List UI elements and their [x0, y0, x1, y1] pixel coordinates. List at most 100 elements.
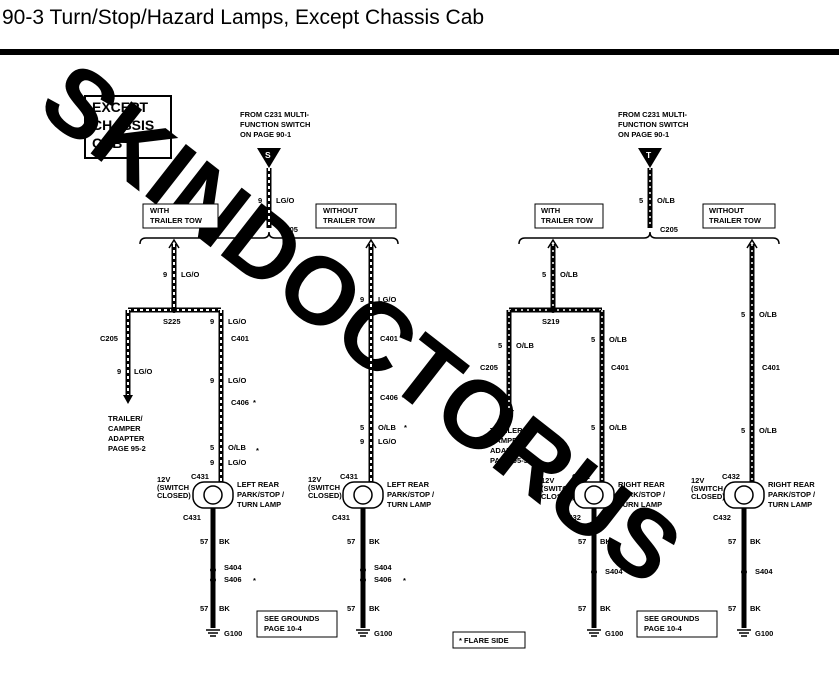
left-b-c406-mark: *	[402, 393, 405, 402]
right-b-seg1-num: 5	[741, 310, 745, 319]
right-a-c401: C401	[611, 363, 629, 372]
left-c205-trailer: C205	[100, 334, 118, 343]
right-see-grounds-2: PAGE 10-4	[644, 624, 683, 633]
left-a-s406-mark: *	[253, 576, 256, 585]
left-b-seg2-num: 5	[360, 423, 364, 432]
box-line-1: EXCEPT	[92, 99, 148, 115]
left-a-wire-color: LG/O	[181, 270, 199, 279]
left-a-g100: G100	[224, 629, 242, 638]
left-a-c431-top: C431	[191, 472, 209, 481]
flare-side-note: * FLARE SIDE	[459, 636, 509, 645]
left-b-12v-2: (SWITCH	[308, 483, 340, 492]
connector-s-icon	[257, 148, 281, 168]
right-without-tow-1: WITHOUT	[709, 206, 744, 215]
left-a-seg4-num: 9	[210, 458, 214, 467]
right-trailer-1: TRAILER/	[490, 426, 525, 435]
right-c205-top: C205	[660, 225, 678, 234]
left-c205-wire-num: 9	[117, 367, 121, 376]
right-b-seg1-color: O/LB	[759, 310, 777, 319]
page-title: 90-3 Turn/Stop/Hazard Lamps, Except Chas…	[2, 6, 485, 29]
right-a-12v-1: 12V	[541, 476, 554, 485]
right-from-line-1: FROM C231 MULTI-	[618, 110, 688, 119]
left-a-ground-icon	[206, 629, 220, 637]
left-a-seg1-num: 9	[210, 317, 214, 326]
left-top-wire-num: 9	[258, 196, 262, 205]
right-b-12v-2: (SWITCH	[691, 484, 723, 493]
box-line-3: CAB	[92, 135, 122, 151]
left-from-line-2: FUNCTION SWITCH	[240, 120, 310, 129]
right-from-line-2: FUNCTION SWITCH	[618, 120, 688, 129]
right-a-seg2-num: 5	[591, 423, 595, 432]
right-see-grounds-1: SEE GROUNDS	[644, 614, 699, 623]
right-b-ground-icon	[737, 629, 751, 637]
left-a-12v-1: 12V	[157, 475, 170, 484]
right-top-wire-color: O/LB	[657, 196, 675, 205]
left-b-gnd-num: 57	[347, 537, 355, 546]
right-a-c432-top: C432	[572, 472, 590, 481]
left-b-c406: C406	[380, 393, 398, 402]
left-a-s406: S406	[224, 575, 242, 584]
left-a-lamp-1: LEFT REAR	[237, 480, 280, 489]
left-c205-wire-color: LG/O	[134, 367, 152, 376]
flare-side-box	[452, 631, 526, 649]
right-a-wire-num: 5	[542, 270, 546, 279]
right-a-12v-2: (SWITCH	[541, 484, 573, 493]
left-b-gnd2-num: 57	[347, 604, 355, 613]
left-top-wire-color: LG/O	[276, 196, 294, 205]
left-a-gnd-color: BK	[219, 537, 230, 546]
right-b-12v-1: 12V	[691, 476, 704, 485]
left-a-seg4-color: LG/O	[228, 458, 246, 467]
left-b-seg1-color: LG/O	[378, 295, 396, 304]
left-c205-top: C205	[280, 225, 298, 234]
right-a-lamp-3: TURN LAMP	[618, 500, 662, 509]
right-b-c432-bottom: C432	[713, 513, 731, 522]
right-from-line-3: ON PAGE 90-1	[618, 130, 669, 139]
left-a-gnd-num: 57	[200, 537, 208, 546]
left-trailer-2: CAMPER	[108, 424, 141, 433]
right-a-seg2-color: O/LB	[609, 423, 627, 432]
title-rule	[0, 49, 839, 55]
right-b-c432-top: C432	[722, 472, 740, 481]
left-from-line-3: ON PAGE 90-1	[240, 130, 291, 139]
right-b-gnd-num: 57	[728, 537, 736, 546]
left-a-lamp-3: TURN LAMP	[237, 500, 281, 509]
right-b-lamp-3: TURN LAMP	[768, 500, 812, 509]
left-b-lamp-1: LEFT REAR	[387, 480, 430, 489]
right-b-lamp-2: PARK/STOP /	[768, 490, 816, 499]
right-b-gnd2-num: 57	[728, 604, 736, 613]
left-a-12v-3: CLOSED)	[157, 491, 191, 500]
left-b-s406-mark: *	[403, 576, 406, 585]
left-trailer-4: PAGE 95-2	[108, 444, 146, 453]
left-b-gnd2-color: BK	[369, 604, 380, 613]
left-a-wire-num: 9	[163, 270, 167, 279]
right-b-lamp-1: RIGHT REAR	[768, 480, 815, 489]
right-a-gnd-color: BK	[600, 537, 611, 546]
left-a-gnd2-num: 57	[200, 604, 208, 613]
right-with-tow-1: WITH	[541, 206, 560, 215]
left-b-seg1-num: 9	[360, 295, 364, 304]
left-from-line-1: FROM C231 MULTI-	[240, 110, 310, 119]
right-a-s404: S404	[605, 567, 623, 576]
left-b-seg3-num: 9	[360, 437, 364, 446]
connector-t-icon	[638, 148, 662, 168]
right-a-lamp-2: PARK/STOP /	[618, 490, 666, 499]
left-a-seg3-color: O/LB	[228, 443, 246, 452]
right-a-c432-bottom: C432	[563, 513, 581, 522]
left-a-seg3-num: 5	[210, 443, 214, 452]
left-b-seg2-mark: *	[404, 423, 407, 432]
right-b-gnd2-color: BK	[750, 604, 761, 613]
left-b-seg3-color: LG/O	[378, 437, 396, 446]
left-a-seg2-color: LG/O	[228, 376, 246, 385]
left-b-c401: C401	[380, 334, 398, 343]
left-a-c401: C401	[231, 334, 249, 343]
right-b-12v-3: CLOSED)	[691, 492, 725, 501]
left-circuit: FROM C231 MULTI- FUNCTION SWITCH ON PAGE…	[100, 110, 435, 638]
connector-s-letter: S	[265, 150, 271, 160]
left-with-tow-1: WITH	[150, 206, 169, 215]
right-trailer-2: CAMPER	[490, 436, 523, 445]
right-trailer-3: ADAPTER	[490, 446, 527, 455]
right-trailer-4: PAGE 95-3	[490, 456, 528, 465]
right-a-wire-color: O/LB	[560, 270, 578, 279]
right-a-gnd2-num: 57	[578, 604, 586, 613]
right-b-seg2-color: O/LB	[759, 426, 777, 435]
